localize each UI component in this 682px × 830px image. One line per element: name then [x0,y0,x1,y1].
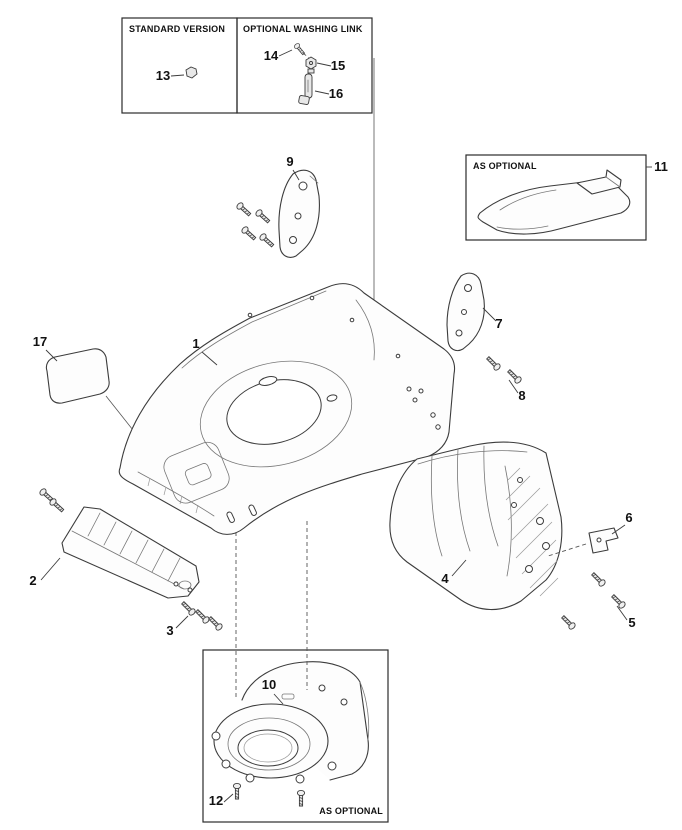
part-9-bracket [278,169,320,258]
leader-lines [40,49,652,803]
inset-standard-version: STANDARD VERSION [121,17,238,114]
part-7-bracket [446,272,485,352]
inset-as-optional-bottom: AS OPTIONAL [202,649,389,823]
part-5-screws [559,570,627,631]
part-label-3: 3 [166,623,173,638]
part-label-15: 15 [331,58,345,73]
part-13-plug [185,66,198,79]
deck-front-pad [163,441,230,504]
as-optional-right-border [465,154,647,241]
part-label-12: 12 [209,793,223,808]
part-label-4: 4 [441,571,449,586]
part-label-9: 9 [286,154,293,169]
part-16-washing-connector [298,73,313,105]
washing-link-title: OPTIONAL WASHING LINK [243,24,363,34]
part-11-deflector [477,169,631,235]
part-6-bracket [547,527,619,557]
part-label-5: 5 [628,615,635,630]
part-10-belt-cover [211,661,370,784]
as-optional-right-title: AS OPTIONAL [473,161,537,171]
assembly-axis [302,52,310,59]
washing-link-border [236,17,373,114]
part-label-13: 13 [156,68,170,83]
part-label-1: 1 [192,336,199,351]
inset-optional-washing-link: OPTIONAL WASHING LINK [236,17,373,114]
part-label-17: 17 [33,334,47,349]
part-12-bolts [232,782,306,807]
part-8-screws [484,354,523,385]
part-label-11: 11 [654,159,668,174]
as-optional-bottom-title: AS OPTIONAL [319,806,383,816]
part-label-6: 6 [625,510,632,525]
part-1-deck-housing [118,283,456,535]
part-label-16: 16 [329,86,343,101]
part-label-10: 10 [262,677,276,692]
part-labels: 1 2 3 4 5 6 7 8 9 10 11 12 13 14 15 16 1… [29,48,667,808]
part-9-screws [235,201,276,249]
part-label-7: 7 [495,316,502,331]
part-label-2: 2 [29,573,36,588]
inset-as-optional-right: AS OPTIONAL [465,154,647,241]
as-optional-bottom-border [202,649,389,823]
standard-version-title: STANDARD VERSION [129,24,225,34]
part-4-rear-guard [389,441,563,611]
part-label-14: 14 [264,48,279,63]
part-15-fitting [305,56,317,74]
part-label-8: 8 [518,388,525,403]
part-2-front-protection [61,506,200,599]
